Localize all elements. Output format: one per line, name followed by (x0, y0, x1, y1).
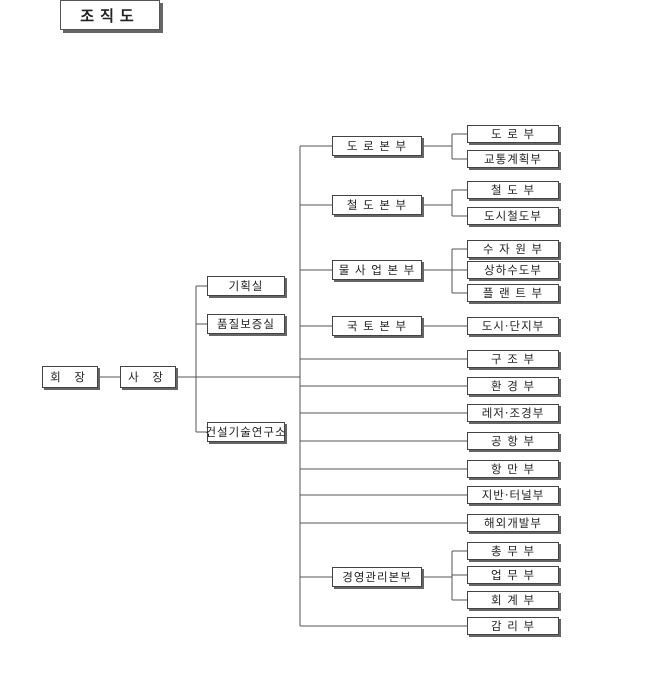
dept-harbor: 항 만 부 (467, 460, 559, 478)
page-title: 조직도 (60, 0, 160, 30)
dept-road: 도 로 부 (467, 125, 559, 143)
dept-environment: 환 경 부 (467, 377, 559, 395)
dept-urban-complex: 도시·단지부 (467, 317, 559, 335)
dept-water-sewage: 상하수도부 (467, 261, 559, 279)
dept-ground-tunnel: 지반·터널부 (467, 486, 559, 504)
dept-leisure-landscape: 레저·조경부 (467, 404, 559, 422)
dept-airport: 공 항 부 (467, 432, 559, 450)
division-management: 경영관리본부 (332, 567, 422, 587)
staff-planning-office: 기획실 (207, 276, 285, 296)
division-railway: 철 도 본 부 (332, 195, 422, 215)
dept-accounting: 회 계 부 (467, 591, 559, 609)
dept-general-affairs: 총 무 부 (467, 542, 559, 560)
dept-plant: 플 랜 트 부 (467, 284, 559, 302)
dept-business: 업 무 부 (467, 566, 559, 584)
chairman-box: 회 장 (42, 366, 98, 388)
dept-railway: 철 도 부 (467, 181, 559, 199)
division-road: 도 로 본 부 (332, 136, 422, 156)
president-box: 사 장 (120, 366, 176, 388)
dept-structure: 구 조 부 (467, 350, 559, 368)
dept-supervision: 감 리 부 (467, 617, 559, 635)
division-land: 국 토 본 부 (332, 316, 422, 336)
dept-traffic-planning: 교통계획부 (467, 150, 559, 168)
dept-overseas-development: 해외개발부 (467, 514, 559, 532)
division-water: 물 사 업 본 부 (332, 260, 422, 280)
dept-water-resources: 수 자 원 부 (467, 240, 559, 258)
staff-research-institute: 건설기술연구소 (205, 422, 286, 442)
staff-quality-office: 품질보증실 (207, 314, 285, 334)
dept-urban-railway: 도시철도부 (467, 207, 559, 225)
